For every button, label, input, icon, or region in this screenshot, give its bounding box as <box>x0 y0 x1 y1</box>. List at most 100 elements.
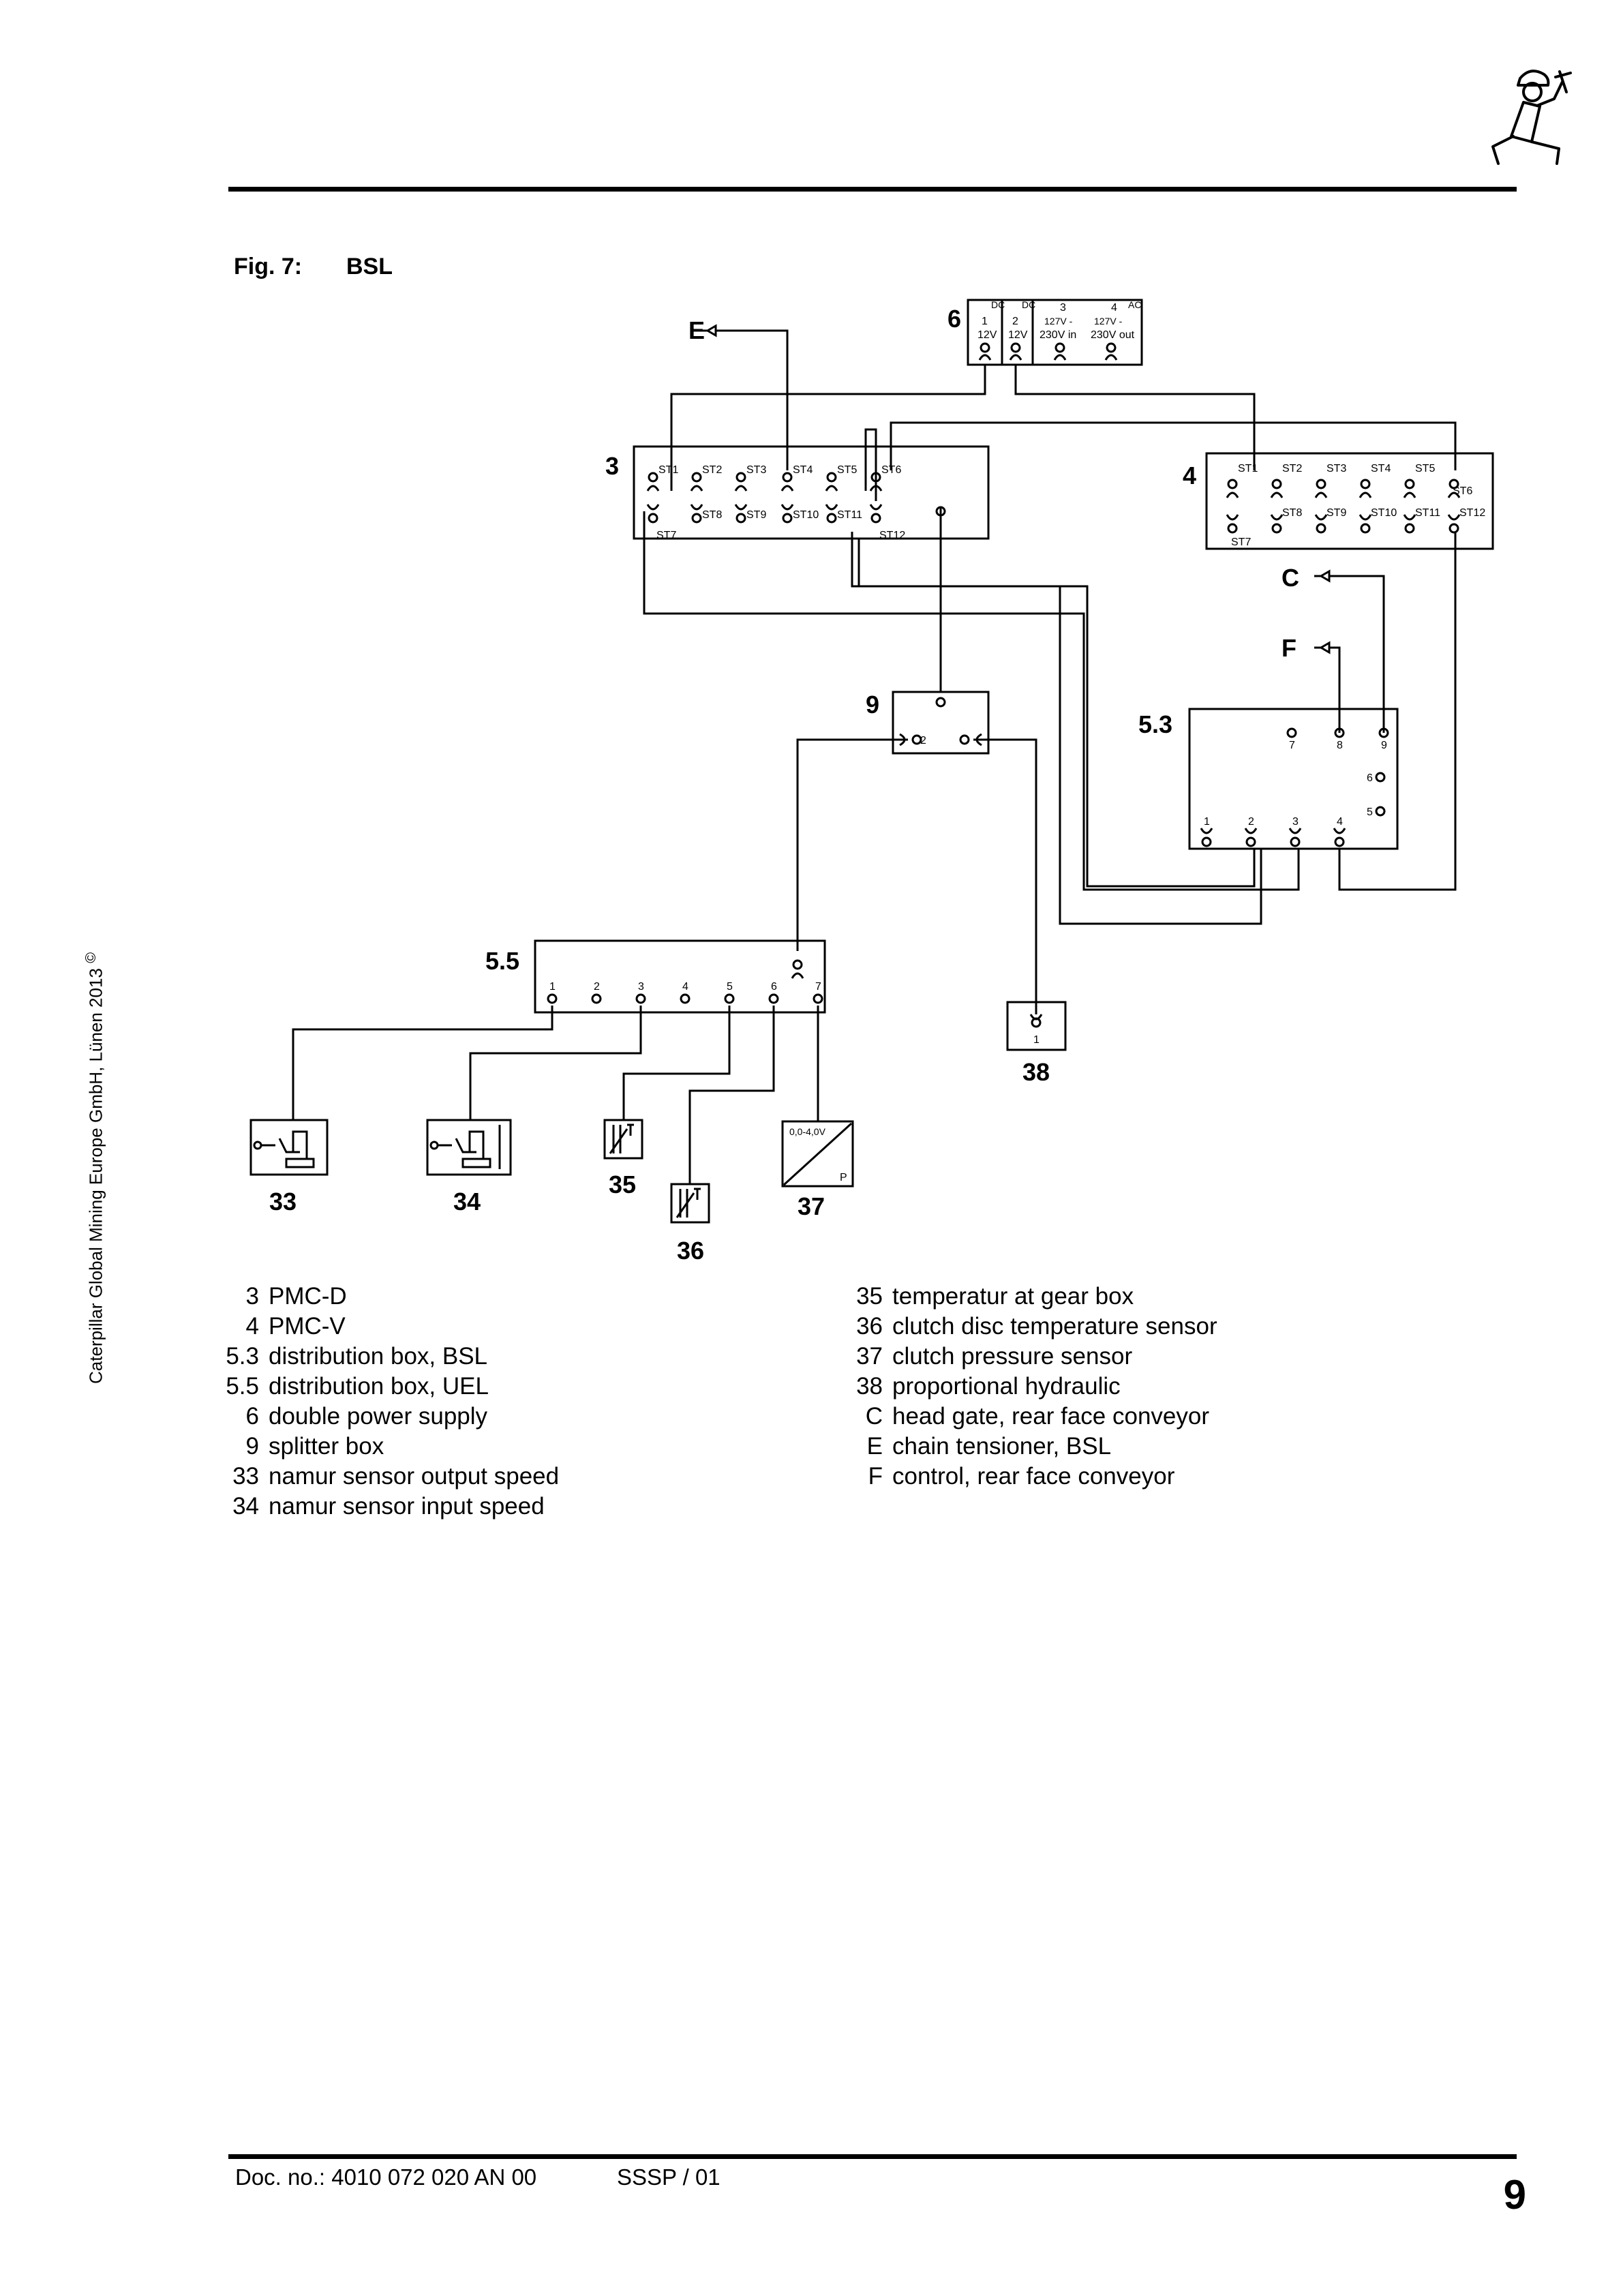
arrow-C <box>1314 569 1331 583</box>
psu-dc2: DC <box>1022 299 1035 310</box>
arrow-E <box>701 324 717 337</box>
pmc-d-pin-label: ST9 <box>746 509 766 521</box>
box53-pin-label: 2 <box>1248 816 1254 828</box>
label-36: 36 <box>677 1237 704 1265</box>
legend-text: temperatur at gear box <box>892 1283 1134 1310</box>
pmc-d-extra-pin <box>935 506 946 517</box>
pressure-sensor-37: 0,0-4,0V P <box>781 1120 854 1188</box>
pin-socket <box>1314 492 1328 498</box>
pin-socket <box>780 485 794 492</box>
pmc-d-pin-label: ST10 <box>793 509 819 521</box>
header-rule <box>228 187 1517 192</box>
psu-v3b: 230V in <box>1040 329 1076 341</box>
pin-socket <box>791 972 804 979</box>
sensor-33 <box>249 1119 329 1176</box>
psu-box <box>967 299 1143 366</box>
pin-socket <box>1226 514 1239 521</box>
legend-num: 5.3 <box>226 1343 259 1370</box>
pmc-v-pin-label: ST6 <box>1453 485 1472 497</box>
pin-contact <box>1360 479 1371 489</box>
pmc-d-pin-label: ST7 <box>656 530 676 541</box>
legend-num: 9 <box>245 1433 259 1460</box>
figure-title: BSL <box>346 254 393 280</box>
box55-pin-label: 6 <box>771 981 777 993</box>
pin-contact <box>870 513 881 524</box>
pin-contact <box>782 513 793 524</box>
box55-pin <box>813 993 823 1004</box>
pin-socket <box>1359 492 1372 498</box>
doc-code: SSSP / 01 <box>617 2164 721 2190</box>
legend-text: clutch disc temperature sensor <box>892 1313 1217 1340</box>
pmc-v-pin-label: ST12 <box>1459 507 1485 519</box>
box38-pin: 1 <box>1033 1034 1040 1046</box>
legend-num: 4 <box>245 1313 259 1340</box>
pin-socket <box>869 485 883 492</box>
box55-pin <box>547 993 558 1004</box>
box55-pin <box>724 993 735 1004</box>
pin-contact <box>691 472 702 483</box>
pmc-d-pin-label: ST1 <box>658 464 678 476</box>
pin-socket <box>1270 514 1284 521</box>
pmc-v-pin-label: ST2 <box>1282 463 1302 474</box>
pressure-range: 0,0-4,0V <box>789 1126 826 1137</box>
pin-socket <box>1200 828 1213 834</box>
box53-pin-label: 3 <box>1292 816 1299 828</box>
box53-pin-label: 6 <box>1367 772 1373 784</box>
pin-socket <box>869 504 883 511</box>
miner-icon <box>1491 70 1572 165</box>
legend-num: E <box>866 1433 883 1460</box>
box53-pin-label: 8 <box>1337 740 1343 751</box>
legend-num: 3 <box>245 1283 259 1310</box>
psu-v3a: 127V - <box>1044 316 1073 327</box>
pmc-v-pin-label: ST5 <box>1415 463 1435 474</box>
pin-socket <box>825 485 838 492</box>
pmc-v-pin-label: ST9 <box>1326 507 1346 519</box>
box53-pin <box>1334 727 1345 738</box>
pin-contact <box>870 472 881 483</box>
label-37: 37 <box>798 1192 825 1220</box>
pmc-d-pin-label: ST12 <box>879 530 905 541</box>
box53-pin <box>1375 772 1386 783</box>
pin-contact <box>792 959 803 970</box>
doc-number: Doc. no.: 4010 072 020 AN 00 <box>235 2164 537 2190</box>
box55-pin-label: 3 <box>638 981 644 993</box>
pmc-v-pin-label: ST4 <box>1371 463 1391 474</box>
pin-socket <box>1333 828 1346 834</box>
pin-contact <box>1334 836 1345 847</box>
pmc-v-pin-label: ST10 <box>1371 507 1397 519</box>
pin-socket <box>1359 514 1372 521</box>
legend-text: proportional hydraulic <box>892 1373 1121 1400</box>
box55-pin-label: 7 <box>815 981 821 993</box>
pin-contact <box>1245 836 1256 847</box>
legend-text: head gate, rear face conveyor <box>892 1403 1210 1430</box>
pressure-p: P <box>840 1172 847 1183</box>
box55-pin-label: 4 <box>682 981 688 993</box>
box55-pin-label: 1 <box>549 981 556 993</box>
label-3: 3 <box>605 452 619 480</box>
legend-text: distribution box, UEL <box>269 1373 489 1400</box>
pmc-v-pin-label: ST3 <box>1326 463 1346 474</box>
wiring <box>292 329 1457 1184</box>
legend-num: C <box>865 1403 883 1430</box>
pin-socket <box>734 504 748 511</box>
pin-socket <box>780 504 794 511</box>
pin-contact <box>648 513 658 524</box>
legend-text: PMC-V <box>269 1313 346 1340</box>
box55 <box>534 939 826 1014</box>
label-E: E <box>688 316 705 344</box>
pin-contact <box>1316 479 1326 489</box>
pin-socket <box>646 485 660 492</box>
legend-text: namur sensor input speed <box>269 1493 545 1520</box>
temperature-sensor-35 <box>603 1119 643 1160</box>
pin-contact <box>782 472 793 483</box>
pmc-v-box <box>1205 452 1494 550</box>
label-9: 9 <box>866 691 879 719</box>
legend-num: 34 <box>232 1493 259 1520</box>
box55-pin <box>635 993 646 1004</box>
pmc-d-pin-label: ST3 <box>746 464 766 476</box>
label-33: 33 <box>269 1188 297 1215</box>
